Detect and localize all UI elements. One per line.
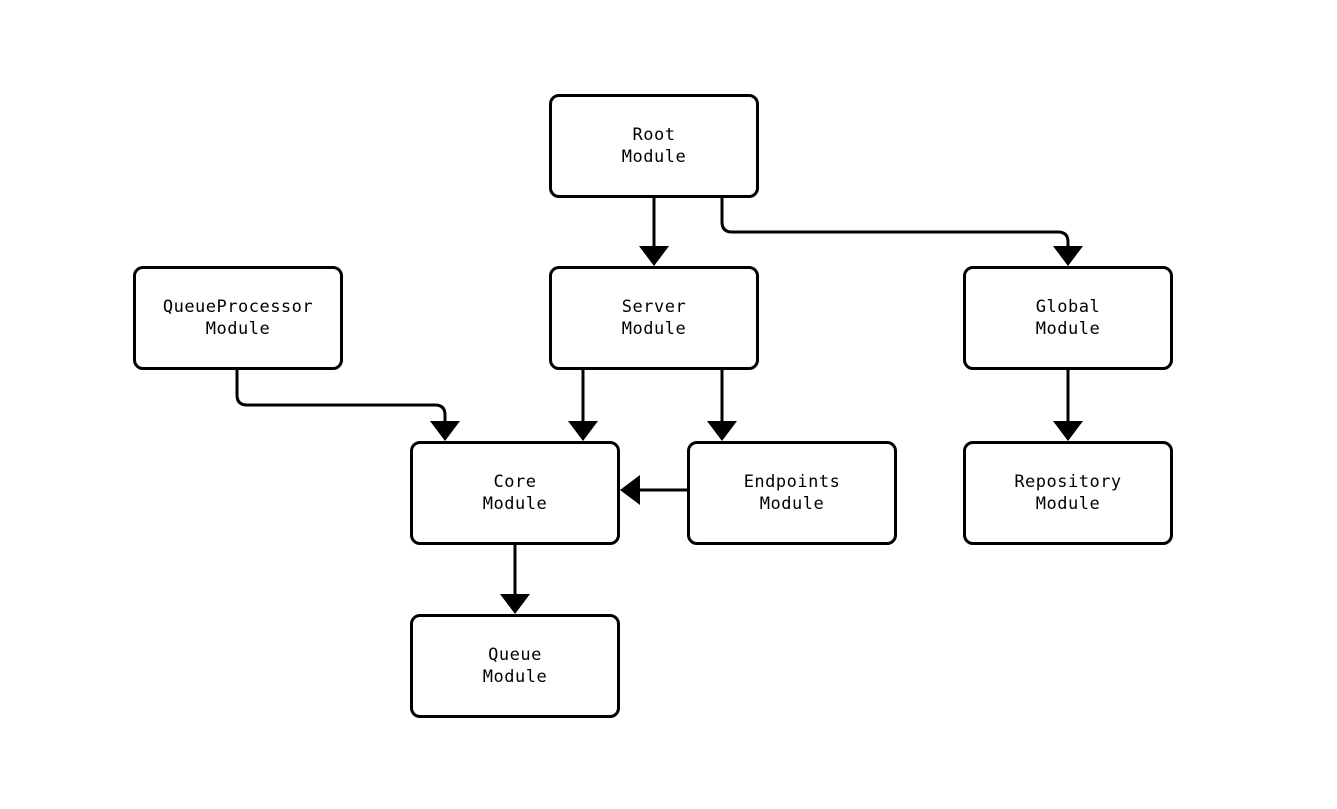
node-server-label-line1: Server	[621, 297, 687, 317]
arrowhead-core-to-queue	[500, 594, 530, 614]
arrowhead-server-to-endpoints	[707, 421, 737, 441]
node-root-label-line2: Module	[621, 147, 687, 167]
node-root-label-line1: Root	[632, 125, 676, 145]
arrowhead-root-to-server	[639, 246, 669, 266]
arrowhead-server-to-core	[568, 421, 598, 441]
node-core-label-line1: Core	[493, 472, 537, 492]
node-repository-label-line1: Repository	[1014, 472, 1122, 492]
node-queueprocessor-label-line2: Module	[205, 319, 271, 339]
node-queueprocessor-label-line1: QueueProcessor	[162, 297, 314, 317]
node-queue-label-line2: Module	[482, 667, 548, 687]
node-global-label-line1: Global	[1035, 297, 1101, 317]
arrowhead-root-to-global	[1053, 246, 1083, 266]
arrowhead-endpoints-to-core	[620, 475, 640, 505]
node-core-label-line2: Module	[482, 494, 548, 514]
arrowhead-global-to-repository	[1053, 421, 1083, 441]
edge-queueprocessor-to-core	[235, 370, 447, 427]
node-global-label-line2: Module	[1035, 319, 1101, 339]
arrowhead-queueprocessor-to-core	[430, 421, 460, 441]
node-server-label-line2: Module	[621, 319, 687, 339]
edge-root-to-global	[720, 198, 1070, 252]
node-endpoints-label-line2: Module	[759, 494, 825, 514]
node-endpoints-label-line1: Endpoints	[743, 472, 841, 492]
node-repository-label-line2: Module	[1035, 494, 1101, 514]
node-queue-label-line1: Queue	[488, 645, 542, 665]
